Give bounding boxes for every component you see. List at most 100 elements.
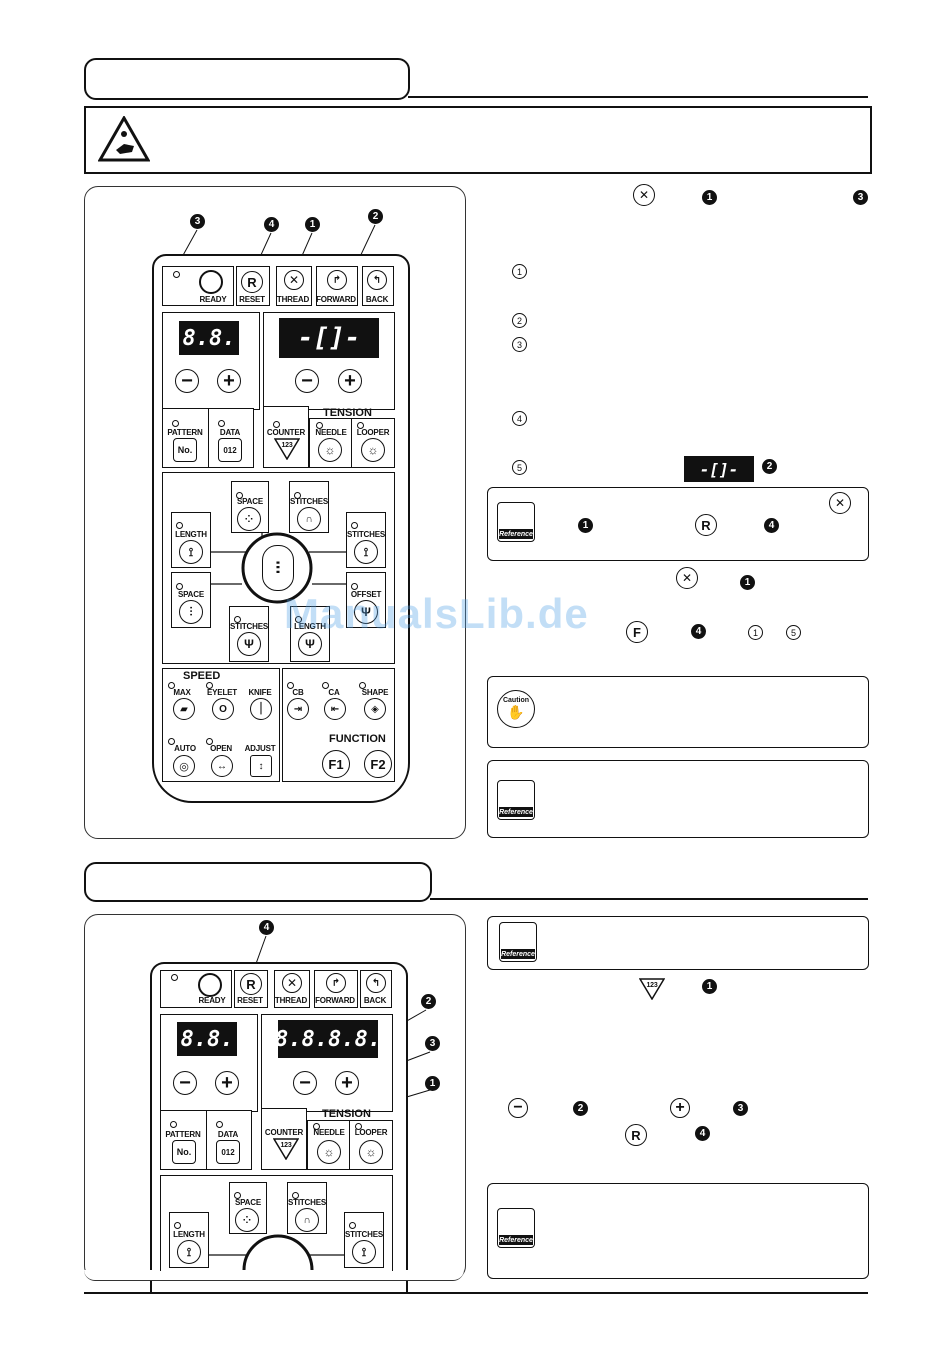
auto-led [168,738,175,745]
callout-3: 3 [190,214,205,229]
pattern-led [172,420,179,427]
open-icon: ↔ [211,755,233,777]
step-3: 3 [512,337,527,352]
step-2: 2 [512,313,527,328]
stitches-bottom-icon: Ψ [237,632,261,656]
reference-box-1 [487,487,869,561]
thread-icon-2: ✕ [282,973,302,993]
large-7seg-display-2: 8.8.8.8. [275,1020,381,1058]
counter-led [273,421,280,428]
section-1-tab [84,58,410,100]
f1-key[interactable]: F1 [322,750,350,778]
small-7seg-display-2: 8.8. [177,1022,237,1056]
left-minus-key-2[interactable]: − [173,1071,197,1095]
ca-led [322,682,329,689]
fig2-callout-2: 2 [421,994,436,1009]
forward-icon-2: ↱ [326,973,346,993]
thread-inline-icon-1: ✕ [633,184,655,206]
right-minus-key-2[interactable]: − [293,1071,317,1095]
offset-icon: Ψ [354,600,378,624]
inline-callout-3a: 3 [853,190,868,205]
counter-triangle-icon-2 [273,1138,299,1160]
left-minus-key[interactable]: − [175,369,199,393]
counter-icon-text: 123 [281,442,293,449]
stitches-top-led-2 [292,1192,299,1199]
looper-led [357,422,364,429]
space-left-label: SPACE [178,590,204,599]
right-plus-key[interactable]: + [338,369,362,393]
page-bottom-rule [84,1292,868,1294]
caution-box [487,676,869,748]
eyelet-led [206,682,213,689]
auto-icon: ◎ [173,755,195,777]
counter-inline-text: 123 [646,982,658,989]
stitches-right-led-2 [349,1222,356,1229]
cb-icon: ⇥ [287,698,309,720]
section-2-rule [430,898,868,900]
shape-icon: ◈ [364,698,386,720]
thread-inline-icon-2: ✕ [829,492,851,514]
looper-label-2: LOOPER [354,1128,388,1137]
inline-callout-1b: 1 [578,518,593,533]
step-5: 5 [512,460,527,475]
stitches-bottom-label: STITCHES [230,622,268,631]
pattern-label-2: PATTERN [165,1130,201,1139]
space-top-led-2 [234,1192,241,1199]
needle-label: NEEDLE [315,428,347,437]
looper-label: LOOPER [356,428,390,437]
eyelet-label: EYELET [207,688,237,697]
adjust-label: ADJUST [244,744,276,753]
space-top-label-2: SPACE [235,1198,261,1207]
caution-icon: Caution ✋ [497,690,535,728]
right-minus-key[interactable]: − [295,369,319,393]
callout-leader-lines [175,224,376,317]
counter-label-2: COUNTER [264,1128,304,1137]
tension-title: TENSION [323,407,372,419]
fig2-callout-1: 1 [425,1076,440,1091]
max-led [168,682,175,689]
forward-label-2: FORWARD [315,996,355,1005]
ready-ring-icon [199,270,223,294]
left-plus-key-2[interactable]: + [215,1071,239,1095]
inline-callout-3b: 3 [733,1101,748,1116]
left-plus-key[interactable]: + [217,369,241,393]
data-012-icon-2: 012 [216,1140,240,1164]
data-label-2: DATA [217,1130,239,1139]
cb-led [287,682,294,689]
stitches-bottom-led [234,616,241,623]
ready-led [173,271,180,278]
back-label-2: BACK [363,996,387,1005]
back-icon: ↰ [367,270,387,290]
stitches-right-label: STITCHES [347,530,385,539]
caution-icon-text: Caution [502,697,530,704]
space-top-icon-2: ⁘ [235,1208,259,1232]
eyelet-icon: O [212,698,234,720]
length-bottom-icon: Ψ [298,632,322,656]
ready-label: READY [199,295,227,304]
thread-inline-icon-3: ✕ [676,567,698,589]
data-led-2 [216,1121,223,1128]
pattern-label: PATTERN [167,428,203,437]
stitches-right-led [351,522,358,529]
hand-hazard-warning-icon [98,116,150,162]
space-top-icon: ⁘ [237,507,261,531]
step-4: 4 [512,411,527,426]
right-plus-key-2[interactable]: + [335,1071,359,1095]
looper-tension-icon: ☼ [361,438,385,462]
length-left-led [176,522,183,529]
space-top-led [236,492,243,499]
auto-label: AUTO [174,744,196,753]
reference-icon-3: Reference [499,922,537,962]
max-speed-icon: ▰ [173,698,195,720]
stitches-top-led [294,492,301,499]
speed-title: SPEED [183,670,221,682]
pattern-no-icon: No. [173,438,197,462]
f2-key[interactable]: F2 [364,750,392,778]
counter-inline-icon [639,978,665,1000]
cb-label: CB [292,688,304,697]
warning-box [84,106,872,174]
adjust-icon: ↕ [250,755,272,777]
length-left-label: LENGTH [175,530,207,539]
thread-label-2: THREAD [274,996,308,1005]
stitches-top-label: STITCHES [290,497,328,506]
